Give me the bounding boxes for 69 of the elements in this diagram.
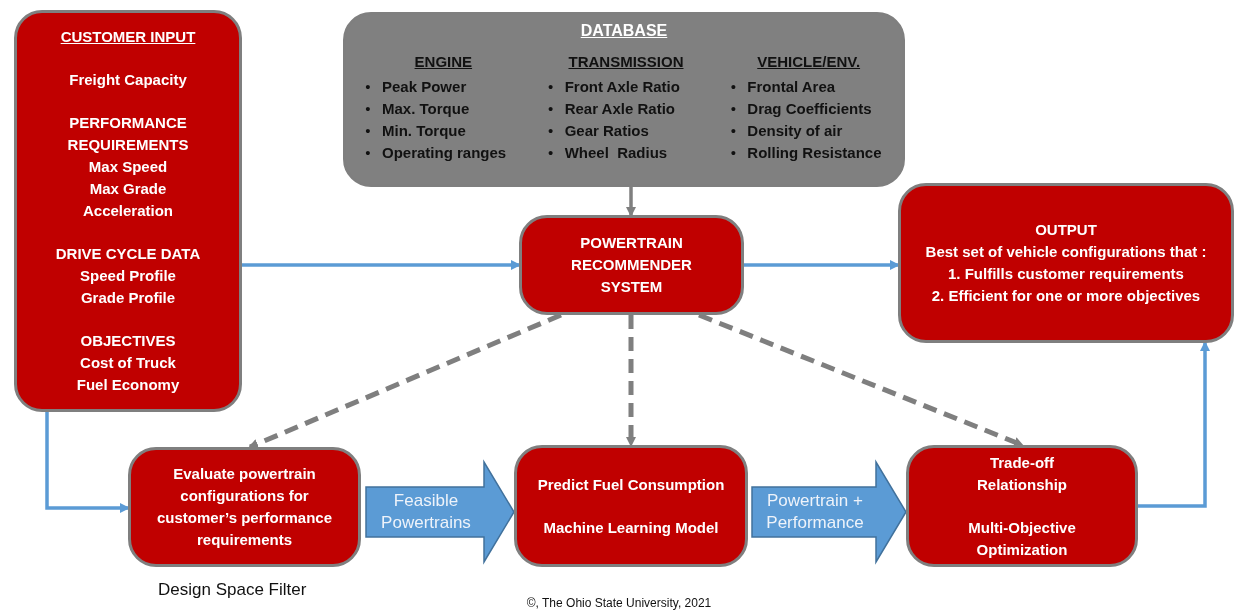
- heading: DATABASE: [580, 21, 668, 41]
- box-text: Max Grade: [89, 179, 167, 199]
- list-item: Density of air: [747, 120, 844, 141]
- bullet: •: [548, 98, 554, 119]
- block-arrow: [365, 459, 515, 565]
- box-text: Evaluate powertrain configurations for customer’s performance requirements: [155, 464, 334, 550]
- box-text: DRIVE CYCLE DATA: [55, 244, 201, 264]
- box-text: Predict Fuel Consumption: [537, 474, 725, 495]
- process-box: [128, 447, 361, 567]
- bullet: •: [548, 76, 554, 97]
- arrow: [242, 260, 521, 270]
- block-arrow: [751, 459, 907, 565]
- box-text: OUTPUT: [1035, 220, 1097, 240]
- edge-label: Feasible Powertrains: [380, 490, 472, 534]
- process-box: [906, 445, 1138, 567]
- arrow: [1138, 341, 1210, 508]
- list-item: Operating ranges: [382, 142, 508, 163]
- bullet: •: [730, 76, 736, 97]
- database-panel: [343, 12, 905, 187]
- box-text: POWERTRAIN RECOMMENDER SYSTEM: [570, 233, 693, 297]
- box-text: Multi-Objective Optimization: [967, 517, 1077, 560]
- arrow: [744, 260, 900, 270]
- caption-text: Design Space Filter: [158, 579, 307, 601]
- box-text: 1. Fulfills customer requirements: [948, 264, 1184, 284]
- box-text: Acceleration: [82, 201, 173, 221]
- process-box: [514, 445, 748, 567]
- bullet: •: [365, 98, 371, 119]
- box-text: PERFORMANCE REQUIREMENTS: [66, 113, 190, 155]
- arrow: [626, 187, 636, 217]
- column-heading: TRANSMISSION: [568, 52, 684, 72]
- copyright-note: ©, The Ohio State University, 2021: [526, 595, 712, 612]
- box-text: Cost of Truck: [80, 353, 176, 373]
- arrow: [45, 412, 130, 513]
- bullet: •: [548, 120, 554, 141]
- list-item: Rolling Resistance: [747, 142, 883, 163]
- arrow: [626, 315, 636, 447]
- heading: CUSTOMER INPUT: [60, 27, 196, 47]
- list-item: Drag Coefficients: [747, 98, 873, 119]
- bullet: •: [730, 98, 736, 119]
- bullet: •: [548, 142, 554, 163]
- box-text: Fuel Economy: [76, 375, 180, 395]
- column-heading: ENGINE: [414, 52, 473, 72]
- list-item: Frontal Area: [747, 76, 837, 97]
- box-text: Grade Profile: [80, 288, 176, 308]
- edge-label: Powertrain + Performance: [765, 490, 865, 534]
- box-text: OBJECTIVES: [80, 331, 176, 351]
- list-item: Gear Ratios: [564, 120, 650, 141]
- box-text: Best set of vehicle configurations that :: [925, 242, 1207, 262]
- process-box: [14, 10, 242, 412]
- box-text: Speed Profile: [80, 266, 176, 286]
- bullet: •: [730, 142, 736, 163]
- box-text: Trade-off Relationship: [976, 452, 1068, 495]
- bullet: •: [365, 142, 371, 163]
- bullet: •: [365, 76, 371, 97]
- list-item: Rear Axle Ratio: [564, 98, 676, 119]
- process-box: [898, 183, 1234, 343]
- box-text: 2. Efficient for one or more objectives: [931, 286, 1201, 306]
- list-item: Max. Torque: [382, 98, 471, 119]
- list-item: Peak Power: [382, 76, 468, 97]
- column-heading: VEHICLE/ENV.: [757, 52, 861, 72]
- box-text: Machine Learning Model: [543, 517, 719, 538]
- list-item: Min. Torque: [382, 120, 467, 141]
- box-text: Freight Capacity: [69, 70, 187, 90]
- bullet: •: [730, 120, 736, 141]
- box-text: Max Speed: [88, 157, 168, 177]
- process-box: [519, 215, 744, 315]
- bullet: •: [365, 120, 371, 141]
- list-item: Front Axle Ratio: [564, 76, 681, 97]
- list-item: Wheel Radius: [564, 142, 669, 163]
